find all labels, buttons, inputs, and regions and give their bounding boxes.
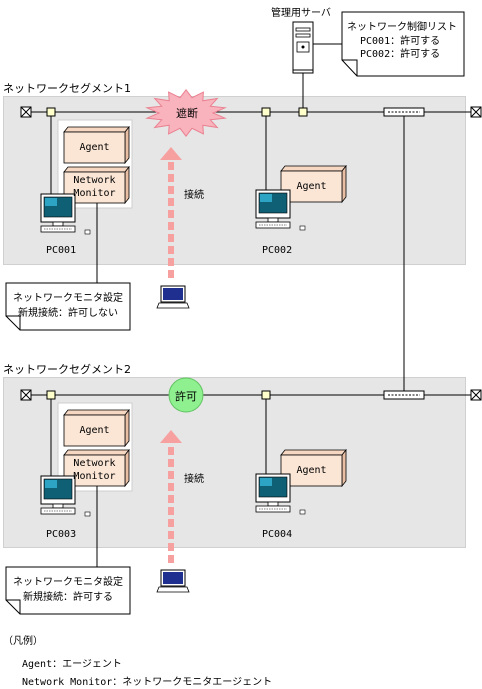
segment-2-label: ネットワークセグメント2 (3, 363, 131, 376)
pc004-computer-icon (255, 473, 306, 515)
segment-1-node-pc001 (46, 107, 56, 117)
callout-2-line-2: 新規接続：許可する (23, 592, 113, 603)
pc001-computer-icon (40, 193, 91, 235)
server-callout-line-2: PC002：許可する (360, 49, 441, 60)
pc001-monitor-label-line-1: Network (73, 175, 116, 186)
pc001-monitor-label-line-2: Monitor (73, 188, 116, 199)
segment-2-terminator-left-icon (20, 389, 32, 401)
server-callout-line-1: PC001：許可する (360, 36, 441, 47)
pc004-agent-box (280, 448, 347, 488)
pc003-monitor-label-line-2: Monitor (73, 471, 116, 482)
pc001-label: PC001 (46, 245, 77, 256)
pc002-computer-icon (255, 189, 306, 231)
pc004-agent-label: Agent (296, 465, 327, 476)
segment-2-terminator-right-icon (470, 389, 482, 401)
callout-1-line-1: ネットワークモニタ設定 (13, 293, 123, 304)
server-callout-title: ネットワーク制御リスト (347, 22, 457, 33)
callout-1-box (5, 282, 131, 331)
callout-2-line-1: ネットワークモニタ設定 (13, 577, 123, 588)
connect-arrow-2 (160, 430, 182, 563)
callout-2-box (5, 566, 131, 615)
management-server-icon (292, 21, 314, 74)
new-laptop-2-icon (156, 569, 190, 593)
segment-1-terminator-right-icon (470, 106, 482, 118)
legend-item-agent: Agent：エージェント (22, 659, 122, 670)
pc001-agent-label: Agent (79, 142, 110, 153)
connect-label-2: 接続 (184, 474, 204, 485)
server-callout (313, 11, 465, 77)
connect-label-1: 接続 (184, 190, 204, 201)
pc003-agent-label: Agent (79, 425, 110, 436)
blocked-burst-icon (145, 88, 227, 138)
segment-1-node-pc002 (261, 107, 271, 117)
pc001-agent-box (63, 125, 130, 165)
segment-1-label: ネットワークセグメント1 (3, 82, 131, 95)
segment-1-terminator-left-icon (20, 106, 32, 118)
pc002-agent-box (280, 164, 347, 204)
callout-1-line-2: 新規接続：許可しない (18, 308, 118, 319)
pc004-label: PC004 (262, 529, 293, 540)
pc003-label: PC003 (46, 529, 77, 540)
connect-arrow-1 (160, 147, 182, 278)
allowed-label: 許可 (175, 390, 197, 403)
server-label: 管理用サーバ (271, 8, 331, 19)
new-laptop-1-icon (156, 285, 190, 309)
pc001-network-monitor-box (63, 165, 130, 205)
segment-2-node-pc003 (46, 390, 56, 400)
legend-item-network-monitor: Network Monitor：ネットワークモニタエージェント (22, 677, 273, 688)
pc003-computer-icon (40, 475, 91, 517)
pc002-agent-label: Agent (296, 181, 327, 192)
segment-1-node-server (298, 107, 308, 117)
allowed-circle-icon (168, 377, 204, 413)
legend-title: （凡例） (3, 636, 43, 647)
pc003-agent-box (63, 408, 130, 448)
blocked-label: 遮断 (176, 107, 198, 120)
pc002-label: PC002 (262, 245, 293, 256)
segment-1-router-icon (383, 107, 425, 117)
pc003-monitor-label-line-1: Network (73, 458, 116, 469)
segment-2-router-icon (383, 390, 425, 400)
segment-2-node-pc004 (261, 390, 271, 400)
